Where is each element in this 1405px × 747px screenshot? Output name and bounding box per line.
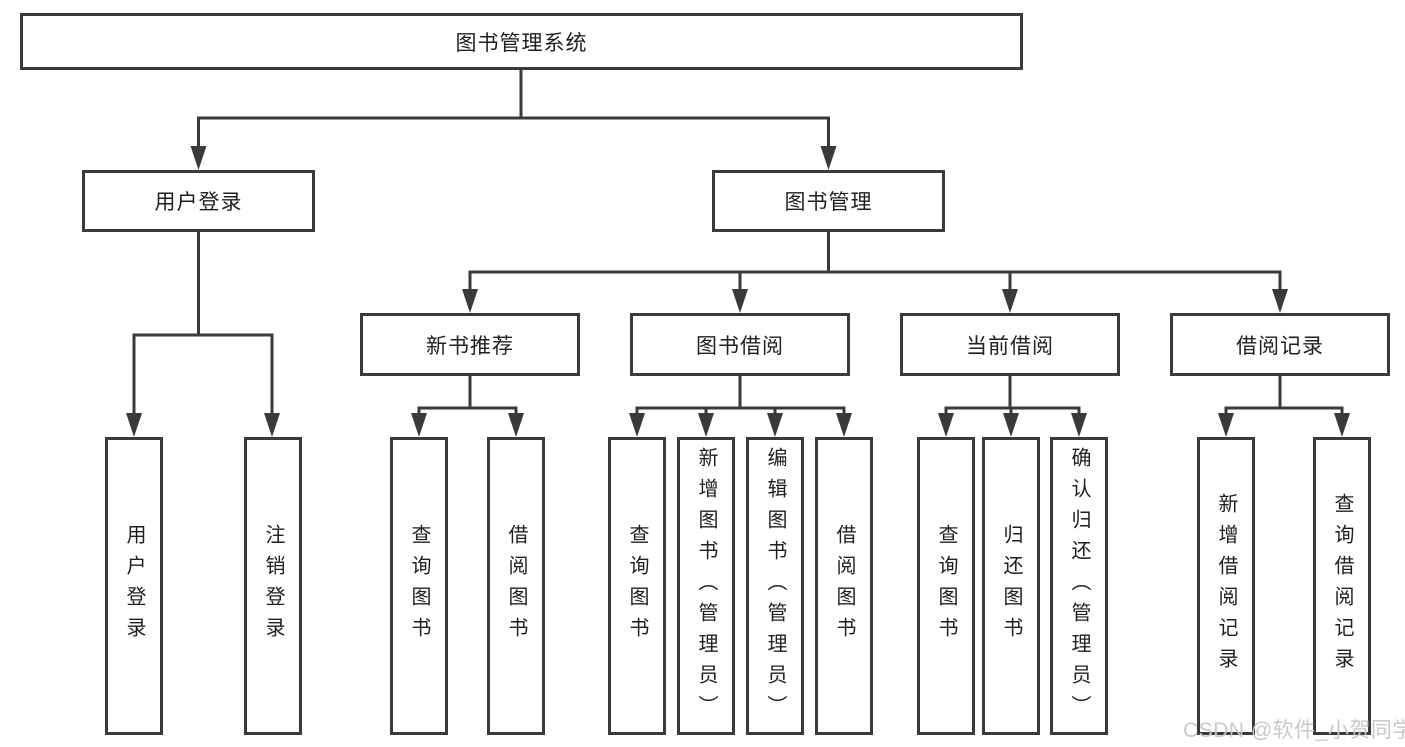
node-current-borrowing: 当前借阅: [900, 313, 1120, 376]
leaf-user-login: 用户登录: [105, 437, 163, 735]
node-label: 归还图书: [1000, 524, 1022, 648]
node-label: 新增借阅记录: [1215, 493, 1237, 679]
node-label: 查询图书: [408, 524, 430, 648]
leaf-add-borrow-record: 新增借阅记录: [1197, 437, 1255, 735]
node-library-management-system: 图书管理系统: [20, 13, 1023, 70]
node-label: 当前借阅: [966, 334, 1054, 358]
connector-book-borrowing-children: [629, 376, 852, 437]
node-label: 确认归还（管理员）: [1068, 446, 1090, 726]
node-label: 新书推荐: [426, 334, 514, 358]
csdn-watermark: CSDN @软件_小贺同学: [1183, 719, 1405, 742]
node-label: 图书管理系统: [455, 31, 588, 55]
node-borrowing-records: 借阅记录: [1170, 313, 1390, 376]
leaf-confirm-return-admin: 确认归还（管理员）: [1050, 437, 1108, 735]
node-label: 借阅图书: [833, 524, 855, 648]
node-label: 查询图书: [935, 524, 957, 648]
leaf-logout: 注销登录: [244, 437, 302, 735]
leaf-query-books-recommend: 查询图书: [390, 437, 448, 735]
node-label: 查询借阅记录: [1331, 493, 1353, 679]
node-book-management: 图书管理: [712, 170, 945, 232]
node-book-borrowing: 图书借阅: [630, 313, 850, 376]
leaf-query-borrow-record: 查询借阅记录: [1313, 437, 1371, 735]
node-label: 用户登录: [154, 191, 243, 214]
node-label: 查询图书: [626, 524, 648, 648]
node-user-login: 用户登录: [82, 170, 315, 232]
node-label: 用户登录: [123, 524, 145, 648]
node-label: 借阅图书: [505, 524, 527, 648]
node-label: 图书借阅: [696, 334, 784, 358]
leaf-borrow-books-recommend: 借阅图书: [487, 437, 545, 735]
leaf-add-books-admin: 新增图书（管理员）: [677, 437, 735, 735]
leaf-borrow-books: 借阅图书: [815, 437, 873, 735]
leaf-edit-books-admin: 编辑图书（管理员）: [746, 437, 804, 735]
leaf-query-books-borrowing: 查询图书: [608, 437, 666, 735]
connector-root-to-level2: [190, 70, 837, 170]
connector-new-book-recommendation-children: [411, 376, 524, 437]
leaf-return-books: 归还图书: [982, 437, 1040, 735]
connector-current-borrowing-children: [938, 376, 1087, 437]
node-label: 编辑图书（管理员）: [764, 446, 786, 726]
connector-book-management-children: [462, 232, 1288, 313]
connector-borrowing-records-children: [1218, 376, 1350, 437]
node-label: 新增图书（管理员）: [695, 446, 717, 726]
node-label: 图书管理: [784, 191, 873, 214]
connector-user-login-children: [126, 232, 280, 437]
node-label: 借阅记录: [1236, 334, 1324, 358]
node-label: 注销登录: [262, 524, 284, 648]
node-new-book-recommendation: 新书推荐: [360, 313, 580, 376]
leaf-query-books-current: 查询图书: [917, 437, 975, 735]
